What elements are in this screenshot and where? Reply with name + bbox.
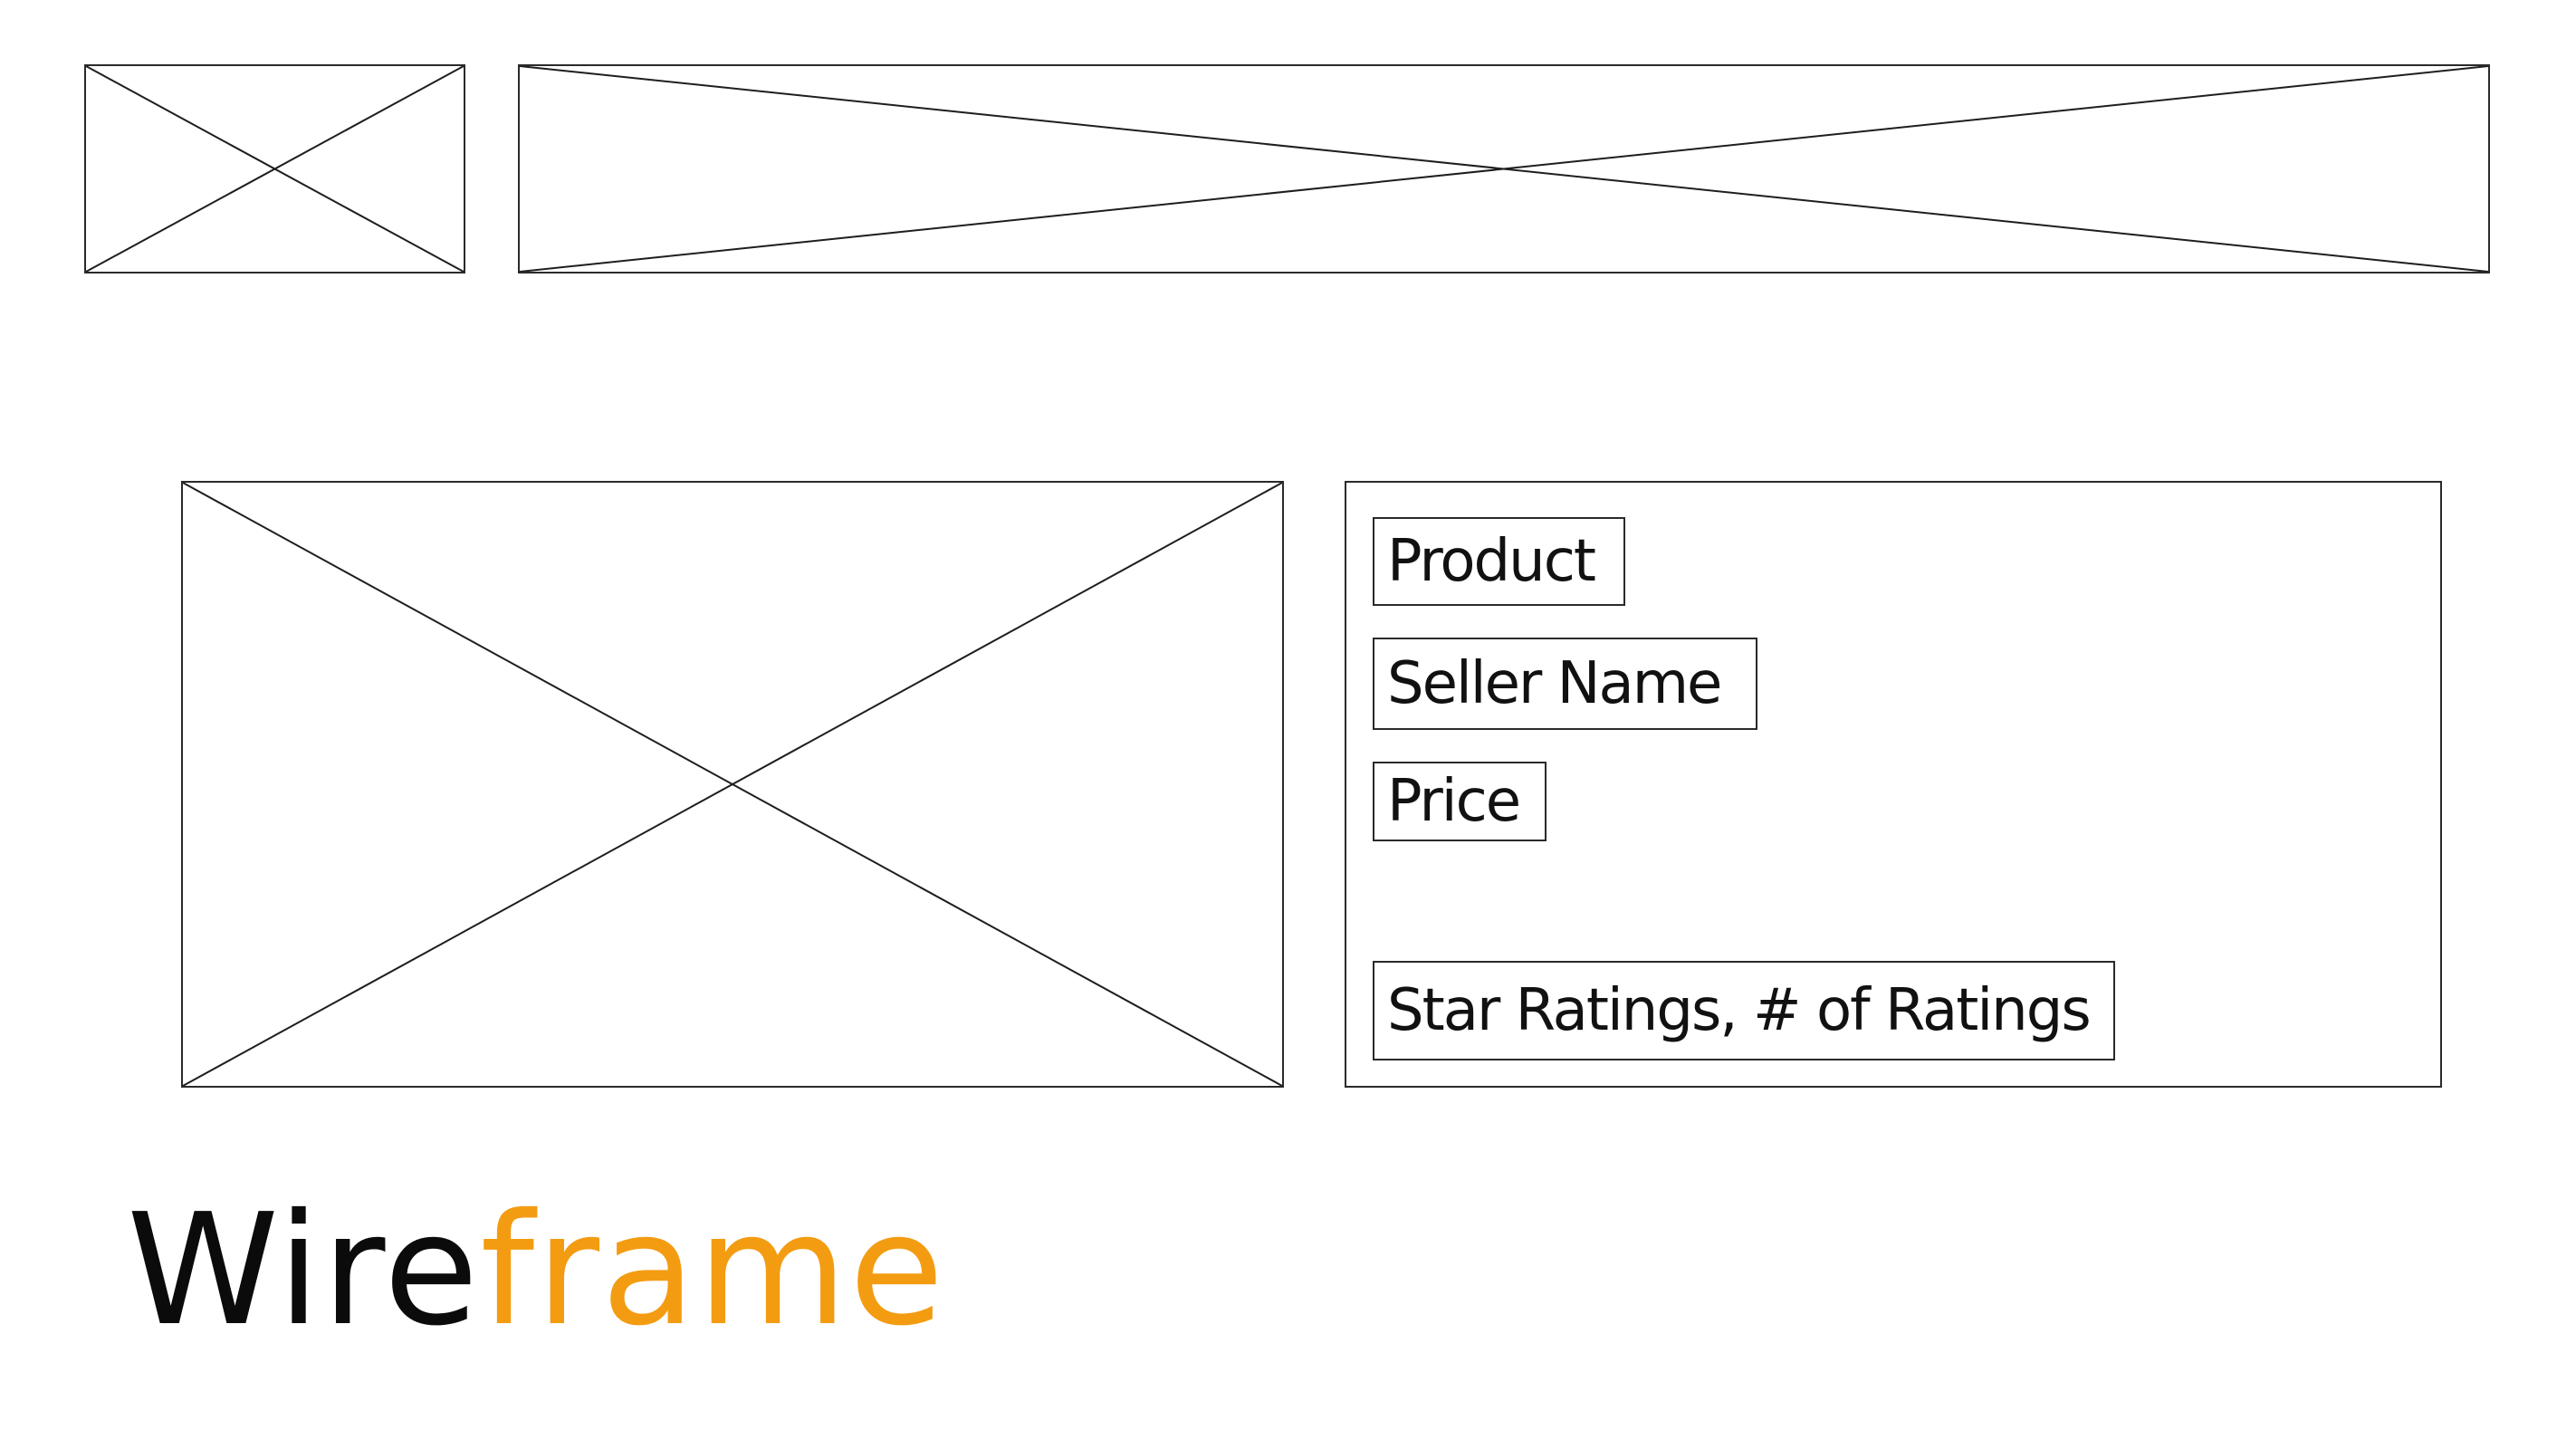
image-placeholder-icon xyxy=(86,66,464,272)
seller-name-field: Seller Name xyxy=(1373,638,1757,730)
star-ratings-field: Star Ratings, # of Ratings xyxy=(1373,961,2115,1060)
product-image-placeholder xyxy=(181,481,1284,1088)
product-info-panel: Product Seller Name Price Star Ratings, … xyxy=(1345,481,2442,1088)
product-name-field: Product xyxy=(1373,517,1625,606)
image-placeholder-icon xyxy=(183,483,1282,1086)
wireframe-title: Wireframe xyxy=(127,1194,945,1348)
image-placeholder-icon xyxy=(520,66,2488,272)
title-part-wire: Wire xyxy=(127,1181,481,1360)
price-field: Price xyxy=(1373,762,1547,841)
logo-image-placeholder xyxy=(84,64,465,273)
banner-image-placeholder xyxy=(518,64,2490,273)
title-part-frame: frame xyxy=(480,1181,946,1360)
